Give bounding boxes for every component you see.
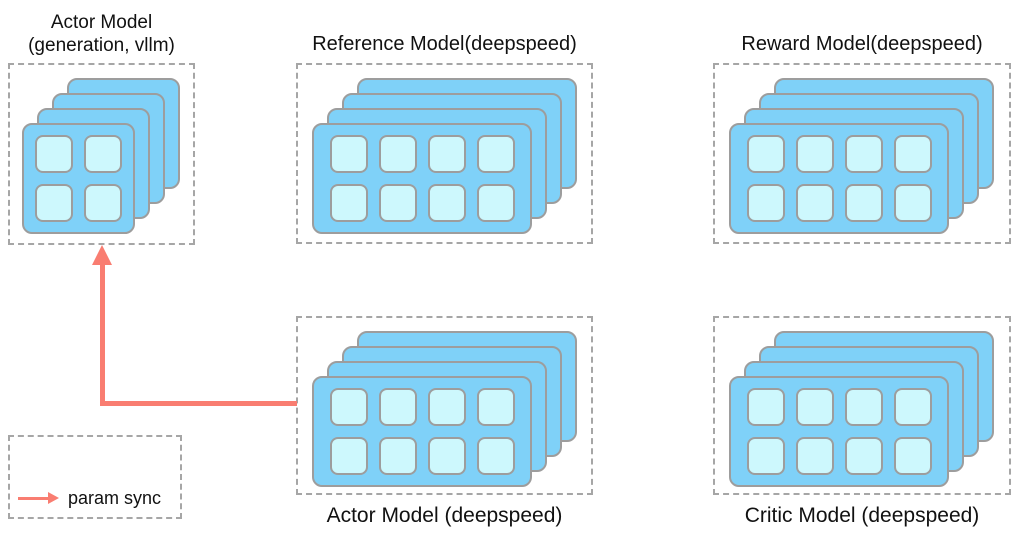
gpu-card-front — [729, 376, 949, 487]
gpu-cell — [476, 437, 515, 475]
gpu-cell — [427, 437, 466, 475]
node-title-actor-deepspeed: Actor Model (deepspeed) — [326, 504, 563, 527]
gpu-cell — [35, 184, 73, 222]
model-box-actor-generation — [8, 63, 195, 245]
node-title-actor-generation: Actor Model (generation, vllm) — [8, 11, 195, 57]
gpu-cell — [795, 184, 834, 222]
param-sync-arrowhead-icon — [48, 492, 59, 504]
gpu-cell — [893, 388, 932, 426]
gpu-cell — [329, 437, 368, 475]
gpu-cell — [746, 437, 785, 475]
node-title-reference-model: Reference Model(deepspeed) — [312, 33, 577, 55]
gpu-cell — [795, 437, 834, 475]
model-box-reward-model — [713, 63, 1011, 244]
node-title-line2: (generation, vllm) — [28, 35, 175, 56]
gpu-cell — [795, 135, 834, 173]
gpu-cell — [378, 388, 417, 426]
gpu-cell — [378, 437, 417, 475]
gpu-card-front — [729, 123, 949, 234]
gpu-cell — [746, 184, 785, 222]
gpu-cell — [746, 135, 785, 173]
legend-label: param sync — [68, 488, 162, 508]
gpu-cell — [329, 135, 368, 173]
gpu-cell — [844, 437, 883, 475]
gpu-cell — [84, 135, 122, 173]
gpu-cell — [893, 184, 932, 222]
param-sync-arrow-icon — [18, 497, 48, 500]
gpu-cell — [84, 184, 122, 222]
param-sync-arrow-head-icon — [92, 245, 112, 265]
gpu-cell — [893, 135, 932, 173]
gpu-cell — [378, 135, 417, 173]
gpu-card-front — [312, 376, 532, 487]
gpu-cell — [427, 184, 466, 222]
gpu-cell — [844, 388, 883, 426]
gpu-cell — [329, 388, 368, 426]
model-box-actor-deepspeed — [296, 316, 593, 495]
node-title-reward-model: Reward Model(deepspeed) — [741, 33, 983, 55]
gpu-cell — [476, 388, 515, 426]
gpu-cell — [893, 437, 932, 475]
gpu-cell — [476, 135, 515, 173]
gpu-cell — [427, 388, 466, 426]
gpu-cell — [844, 184, 883, 222]
param-sync-arrow-line-vertical — [100, 263, 105, 406]
param-sync-arrow-line-horizontal — [100, 401, 297, 406]
gpu-cell — [795, 388, 834, 426]
legend-box: param sync — [8, 435, 182, 519]
gpu-cell — [329, 184, 368, 222]
gpu-card-front — [312, 123, 532, 234]
gpu-cell — [844, 135, 883, 173]
gpu-cell — [35, 135, 73, 173]
node-title-critic-model: Critic Model (deepspeed) — [744, 504, 980, 527]
model-box-critic-model — [713, 316, 1011, 495]
gpu-cell — [427, 135, 466, 173]
gpu-cell — [378, 184, 417, 222]
gpu-cell — [746, 388, 785, 426]
gpu-card-front — [22, 123, 135, 234]
node-title-line1: Actor Model — [50, 12, 153, 33]
model-box-reference-model — [296, 63, 593, 244]
gpu-cell — [476, 184, 515, 222]
